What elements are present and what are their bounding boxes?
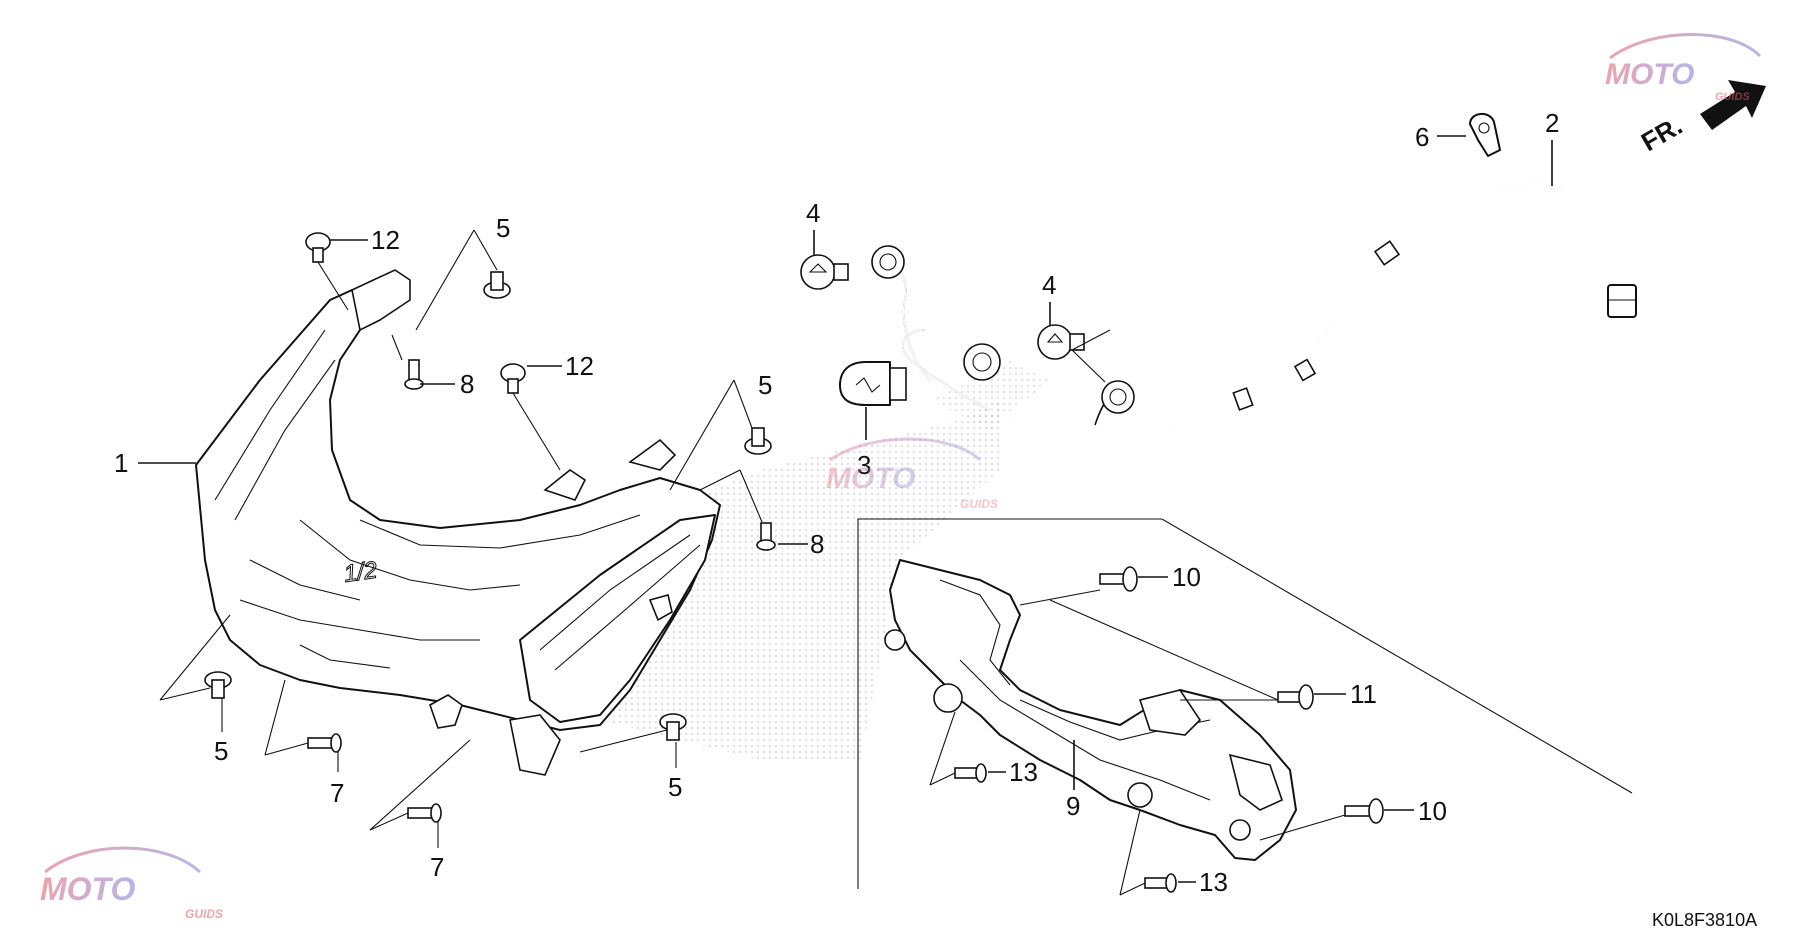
bolt-13-top (954, 763, 987, 783)
stipple-shading (560, 360, 1050, 760)
svg-text:1/2: 1/2 (342, 557, 379, 588)
screw-7-bottom (407, 803, 442, 823)
bolt-11 (1277, 684, 1314, 710)
callout-4-left: 4 (806, 198, 820, 228)
callout-5-left: 5 (214, 736, 228, 766)
bulb-4-left (800, 254, 849, 290)
callout-labels: 1 2 3 4 4 5 5 5 5 6 7 7 8 8 9 10 10 11 1… (114, 108, 1559, 897)
svg-text:MOTO: MOTO (40, 871, 136, 907)
callout-11: 11 (1350, 679, 1377, 709)
callout-7-bottom: 7 (430, 852, 444, 882)
callout-7-left: 7 (330, 778, 344, 808)
front-label: FR. (1636, 110, 1687, 157)
callout-5-right: 5 (668, 772, 682, 802)
callout-6: 6 (1415, 122, 1429, 152)
bolt-12-mid (500, 363, 526, 394)
callout-13-top: 13 (1009, 757, 1038, 787)
callout-9: 9 (1066, 791, 1080, 821)
callout-8-mid: 8 (810, 529, 824, 559)
callout-1: 1 (114, 448, 128, 478)
callout-3: 3 (857, 450, 871, 480)
callout-13-bottom: 13 (1199, 867, 1228, 897)
bolt-10-top (1099, 566, 1138, 592)
svg-text:GUIDS: GUIDS (960, 497, 998, 511)
band-6 (1469, 113, 1501, 157)
screw-5-right (659, 713, 687, 741)
leader-lines (138, 135, 1633, 896)
watermark-logo-top-right: MOTO GUIDS (1605, 33, 1762, 103)
wiring-harness (871, 183, 1637, 436)
bolt-10-bottom (1344, 798, 1384, 824)
callout-5-mid: 5 (758, 370, 772, 400)
callout-5-top: 5 (496, 213, 510, 243)
headlight-stay-9 (884, 559, 1297, 861)
watermark-logo-bottom-left: MOTO GUIDS (40, 846, 223, 921)
screw-5-top (483, 271, 511, 299)
screw-8-mid (756, 522, 776, 551)
bulb-4-right (1037, 324, 1085, 360)
svg-text:MOTO: MOTO (1605, 58, 1694, 91)
callout-4-right: 4 (1042, 270, 1056, 300)
headlight-assembly: 1/2 (195, 269, 721, 776)
callout-2: 2 (1545, 108, 1559, 138)
bolt-13-bottom (1144, 873, 1177, 893)
callout-12-top: 12 (371, 225, 400, 255)
screw-5-mid (744, 427, 772, 455)
svg-text:GUIDS: GUIDS (1715, 91, 1751, 103)
screw-5-left (204, 671, 232, 699)
bolt-12-top (305, 232, 331, 263)
callout-10-bottom: 10 (1418, 796, 1447, 826)
callout-10-top: 10 (1172, 562, 1201, 592)
diagram-code: K0L8F3810A (1652, 910, 1757, 930)
svg-text:GUIDS: GUIDS (185, 907, 223, 921)
svg-text:MOTO: MOTO (826, 462, 915, 495)
screw-7-left (307, 733, 342, 753)
watermark-logo-center: MOTO GUIDS (826, 437, 998, 511)
callout-12-mid: 12 (565, 351, 594, 381)
bulb-3 (839, 361, 907, 406)
callout-8-top: 8 (460, 369, 474, 399)
